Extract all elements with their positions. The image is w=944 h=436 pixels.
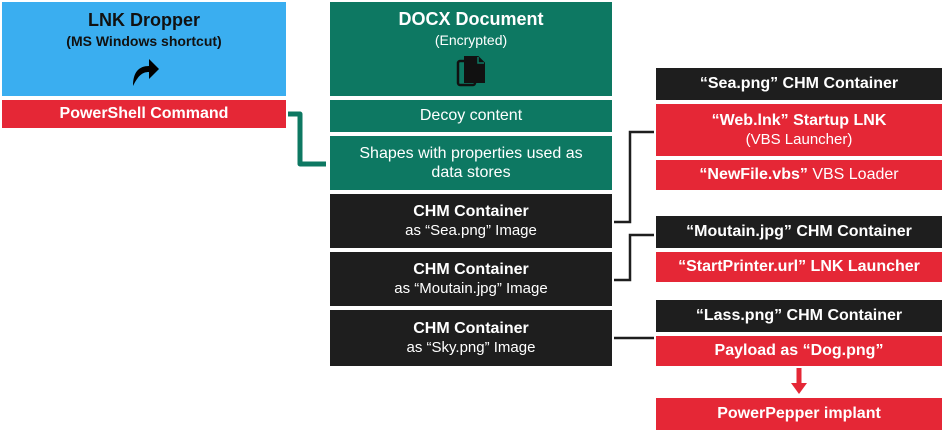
moutain-chm-header: “Moutain.jpg” CHM Container [654, 214, 944, 250]
startprinter-label: “StartPrinter.url” LNK Launcher [678, 258, 920, 276]
payload-arrow-icon [791, 368, 807, 394]
newfile-vbs-box: “NewFile.vbs” VBS Loader [654, 158, 944, 192]
moutain-container-connector [612, 233, 654, 282]
startprinter-box: “StartPrinter.url” LNK Launcher [654, 250, 944, 284]
chm-moutain-line-1: CHM Container [413, 261, 529, 279]
shapes-data-stores-box: Shapes with properties used as data stor… [328, 134, 614, 192]
decoy-content-label: Decoy content [419, 107, 523, 125]
web-lnk-label: “Web.lnk” Startup LNK [711, 112, 887, 130]
decoy-content-box: Decoy content [328, 98, 614, 134]
shapes-line-2: data stores [431, 164, 511, 181]
chm-sky-line-2: as “Sky.png” Image [406, 338, 536, 356]
chm-container-sea: CHM Container as “Sea.png” Image [328, 192, 614, 250]
chm-sky-line-1: CHM Container [413, 320, 529, 338]
lnk-dropper-subtitle: (MS Windows shortcut) [66, 33, 222, 50]
chm-container-moutain: CHM Container as “Moutain.jpg” Image [328, 250, 614, 308]
lnk-dropper-title: LNK Dropper [88, 9, 200, 30]
docx-document-box: DOCX Document (Encrypted) [328, 0, 614, 98]
payload-dog-label: Payload as “Dog.png” [714, 342, 884, 360]
shapes-line-1: Shapes with properties used as [359, 144, 583, 162]
lnk-dropper-box: LNK Dropper (MS Windows shortcut) [0, 0, 288, 98]
chm-container-sky: CHM Container as “Sky.png” Image [328, 308, 614, 368]
sea-chm-header-label: “Sea.png” CHM Container [699, 75, 899, 93]
dropper-to-docx-connector [286, 111, 326, 167]
powershell-command-label: PowerShell Command [59, 105, 229, 123]
powershell-command-box: PowerShell Command [0, 98, 288, 130]
powerpepper-implant-label: PowerPepper implant [717, 405, 881, 423]
chm-sea-line-1: CHM Container [413, 203, 529, 221]
powerpepper-implant-box: PowerPepper implant [654, 396, 944, 432]
web-lnk-sub: (VBS Launcher) [745, 130, 853, 148]
newfile-vbs-label: “NewFile.vbs” [699, 166, 808, 184]
moutain-chm-header-label: “Moutain.jpg” CHM Container [686, 223, 912, 241]
sea-container-connector [612, 130, 654, 224]
lass-chm-header: “Lass.png” CHM Container [654, 298, 944, 334]
chm-sea-line-2: as “Sea.png” Image [405, 221, 537, 239]
docx-subtitle: (Encrypted) [434, 32, 508, 49]
shortcut-arrow-icon [133, 59, 159, 87]
chm-moutain-line-2: as “Moutain.jpg” Image [394, 279, 548, 297]
lass-chm-header-label: “Lass.png” CHM Container [695, 307, 903, 325]
payload-dog-box: Payload as “Dog.png” [654, 334, 944, 368]
docx-title: DOCX Document [398, 8, 544, 29]
sea-chm-header: “Sea.png” CHM Container [654, 66, 944, 102]
documents-icon [456, 56, 485, 87]
web-lnk-box: “Web.lnk” Startup LNK (VBS Launcher) [654, 102, 944, 158]
newfile-vbs-rest: VBS Loader [807, 166, 899, 184]
